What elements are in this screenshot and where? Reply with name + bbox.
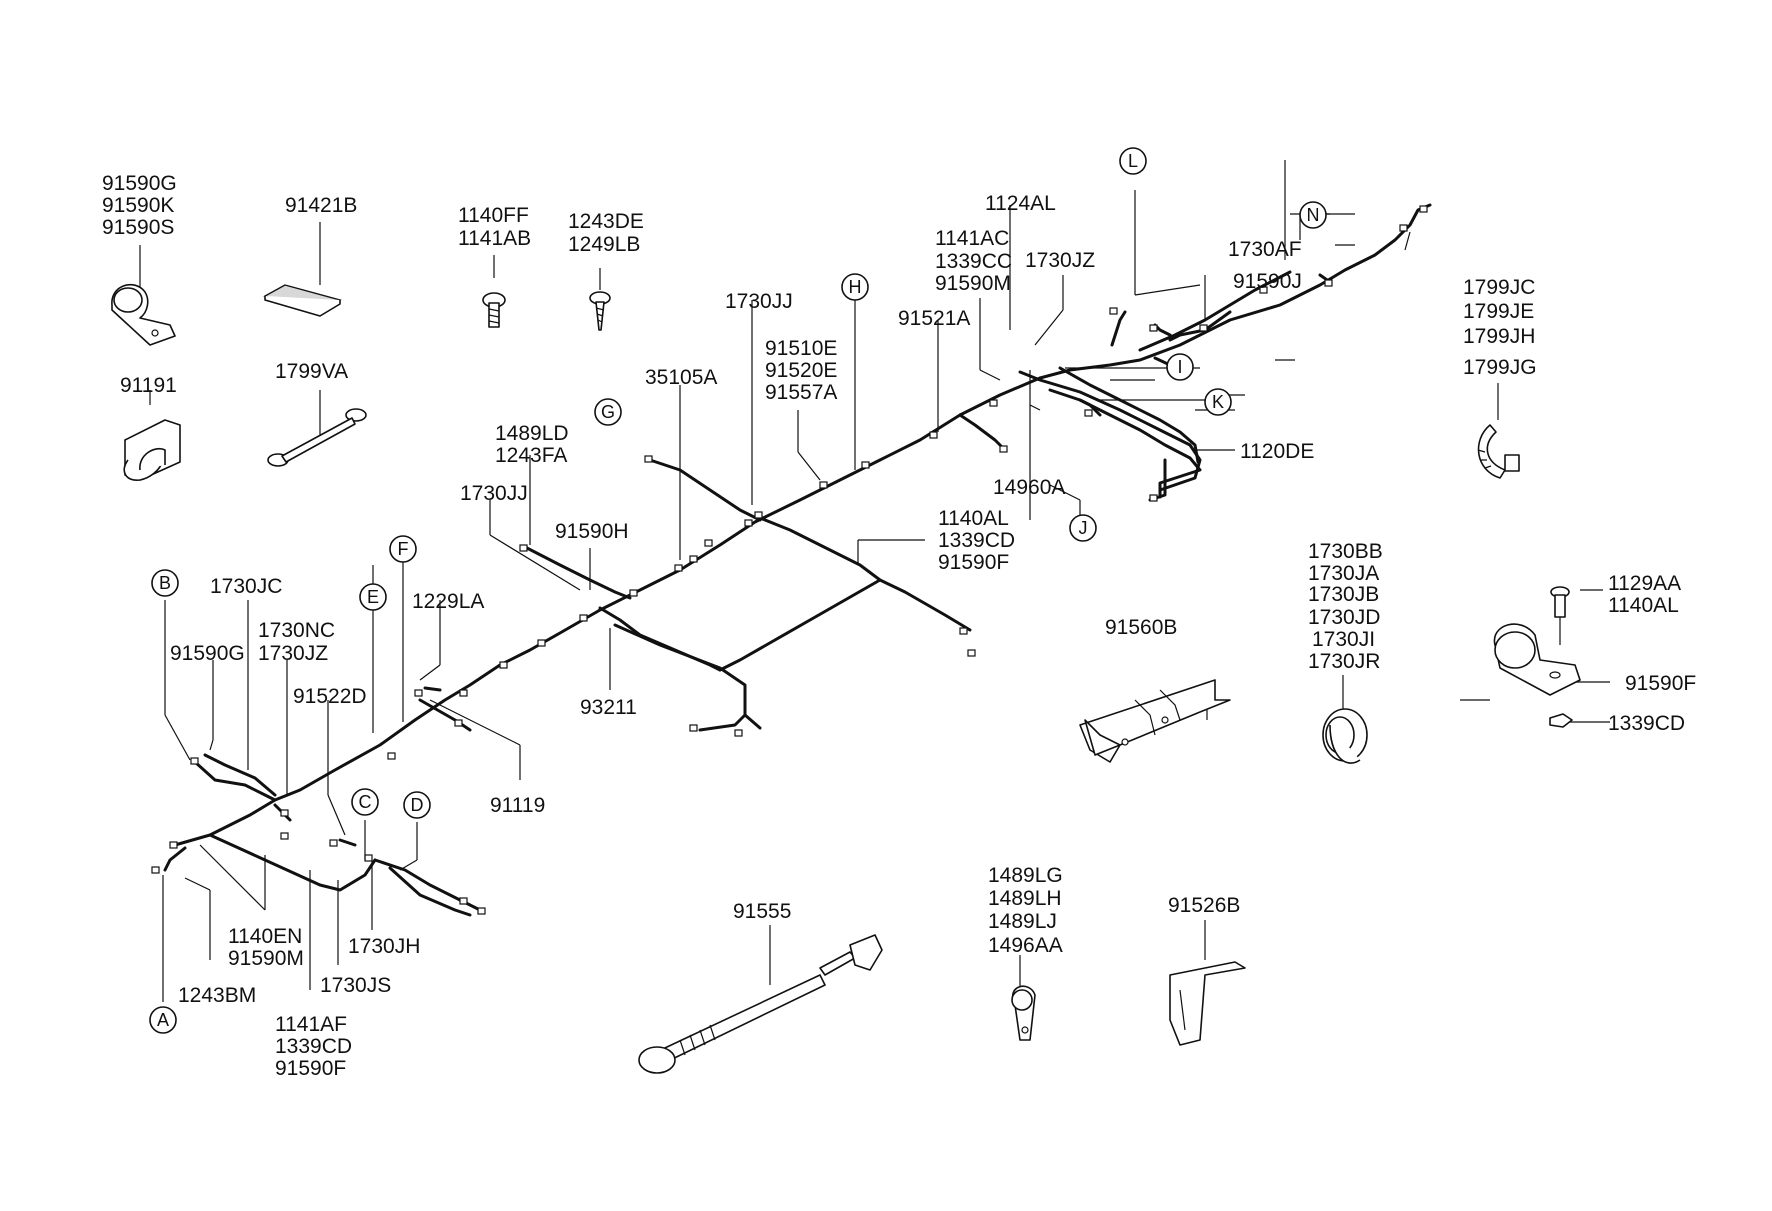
label-91590J: 91590J	[1233, 270, 1302, 293]
label-35105A: 35105A	[645, 366, 717, 389]
label-1730AF: 1730AF	[1228, 238, 1302, 261]
svg-text:D: D	[411, 795, 424, 815]
marker-b: B	[151, 569, 179, 597]
svg-text:G: G	[601, 402, 615, 422]
label-91526B: 91526B	[1168, 894, 1240, 917]
clamp-91590-part	[111, 283, 176, 346]
label-91560B: 91560B	[1105, 616, 1177, 639]
marker-i: I	[1166, 353, 1194, 381]
label-1799VA: 1799VA	[275, 360, 348, 383]
label-1730JC: 1730JC	[210, 575, 282, 598]
label-91522D: 91522D	[293, 685, 367, 708]
svg-text:I: I	[1177, 357, 1182, 377]
main-harness	[163, 203, 1432, 917]
marker-c: C	[351, 788, 379, 816]
svg-text:K: K	[1212, 392, 1224, 412]
label-1229LA: 1229LA	[412, 590, 484, 613]
marker-j: J	[1069, 514, 1097, 542]
bolt-1140FF-part	[482, 292, 506, 328]
label-91590H: 91590H	[555, 520, 629, 543]
svg-text:F: F	[398, 539, 409, 559]
svg-text:C: C	[359, 792, 372, 812]
label-1339CD-right: 1339CD	[1608, 712, 1685, 735]
label-1120DE: 1120DE	[1240, 440, 1314, 463]
clip-91191-part	[123, 419, 181, 481]
label-1730JH: 1730JH	[348, 935, 420, 958]
marker-k: K	[1204, 388, 1232, 416]
label-91191: 91191	[120, 374, 177, 397]
svg-text:A: A	[157, 1010, 169, 1030]
marker-g: G	[594, 398, 622, 426]
label-1243BM: 1243BM	[178, 984, 256, 1007]
marker-d: D	[403, 791, 431, 819]
clamp-assembly-right	[1493, 586, 1581, 728]
svg-text:N: N	[1307, 205, 1320, 225]
label-1730JJ-mid: 1730JJ	[460, 482, 528, 505]
grommet-1730-part	[1322, 708, 1368, 764]
marker-e: E	[359, 583, 387, 611]
svg-text:E: E	[367, 587, 379, 607]
strap-1799VA-part	[267, 408, 367, 467]
label-93211: 93211	[580, 696, 637, 719]
marker-h: H	[841, 273, 869, 301]
pad-91421B-part	[263, 284, 342, 317]
bracket-91560B-part	[1079, 679, 1231, 763]
svg-text:J: J	[1079, 518, 1088, 538]
harness-connectors	[151, 205, 1428, 915]
label-1730JZ-top: 1730JZ	[1025, 249, 1095, 272]
label-1124AL: 1124AL	[985, 192, 1056, 215]
label-1730JJ-top: 1730JJ	[725, 290, 793, 313]
svg-text:L: L	[1128, 151, 1138, 171]
label-1730JS: 1730JS	[320, 974, 391, 997]
screw-1243DE-part	[589, 291, 611, 331]
label-91590F-right: 91590F	[1625, 672, 1696, 695]
marker-f: F	[389, 535, 417, 563]
cable-91555-part	[638, 934, 883, 1074]
marker-a: A	[149, 1006, 177, 1034]
label-91119: 91119	[490, 794, 545, 817]
label-91590G-left: 91590G	[170, 642, 245, 665]
cable-tie-1799-part	[1477, 424, 1520, 479]
label-91555: 91555	[733, 900, 791, 923]
marker-n: N	[1299, 201, 1327, 229]
svg-text:B: B	[159, 573, 171, 593]
svg-text:H: H	[849, 277, 862, 297]
leader-lines	[139, 160, 1610, 1002]
label-14960A: 14960A	[993, 476, 1065, 499]
label-91421B: 91421B	[285, 194, 357, 217]
marker-l: L	[1119, 147, 1147, 175]
bracket-91526B-part	[1169, 961, 1246, 1046]
circle-markers: A B C D E F G H I J K L N	[149, 147, 1327, 1034]
label-91521A: 91521A	[898, 307, 970, 330]
clamp-1489-part	[1011, 985, 1036, 1041]
